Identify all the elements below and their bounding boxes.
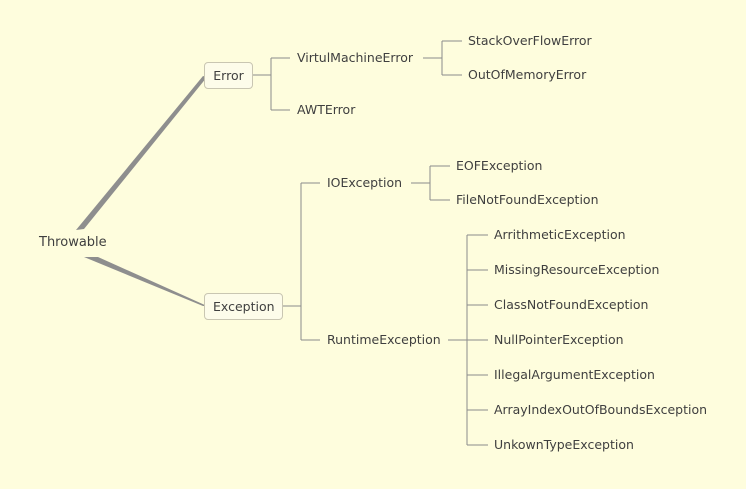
- node-throwable[interactable]: Throwable: [39, 235, 107, 250]
- node-missing-resource-exception[interactable]: MissingResourceException: [494, 262, 660, 277]
- branch-root-to-exception: [84, 257, 207, 306]
- line-exception-to-children: [283, 182, 320, 341]
- node-io-exception[interactable]: IOException: [327, 175, 403, 190]
- node-null-pointer-exception[interactable]: NullPointerException: [494, 332, 624, 347]
- node-exception[interactable]: Exception: [204, 293, 283, 320]
- node-arithmetic-exception[interactable]: ArrithmeticException: [494, 227, 626, 242]
- node-unknown-type-exception[interactable]: UnkownTypeException: [494, 437, 634, 452]
- node-virtual-machine-error[interactable]: VirtulMachineError: [297, 50, 413, 65]
- branch-root-to-error: [76, 76, 207, 230]
- node-awt-error[interactable]: AWTError: [297, 102, 356, 117]
- node-error[interactable]: Error: [204, 62, 253, 89]
- node-file-not-found-exception[interactable]: FileNotFoundException: [456, 192, 599, 207]
- node-runtime-exception[interactable]: RuntimeException: [327, 332, 441, 347]
- line-vm-to-children: [423, 40, 462, 76]
- line-error-to-children: [253, 57, 290, 111]
- node-illegal-argument-exception[interactable]: IllegalArgumentException: [494, 367, 655, 382]
- node-out-of-memory-error[interactable]: OutOfMemoryError: [468, 67, 587, 82]
- node-stack-overflow-error[interactable]: StackOverFlowError: [468, 33, 592, 48]
- line-io-to-children: [411, 165, 450, 201]
- line-runtime-to-children: [448, 234, 488, 446]
- node-class-not-found-exception[interactable]: ClassNotFoundException: [494, 297, 649, 312]
- node-array-index-out-of-bounds-exception[interactable]: ArrayIndexOutOfBoundsException: [494, 402, 708, 417]
- node-eof-exception[interactable]: EOFException: [456, 158, 543, 173]
